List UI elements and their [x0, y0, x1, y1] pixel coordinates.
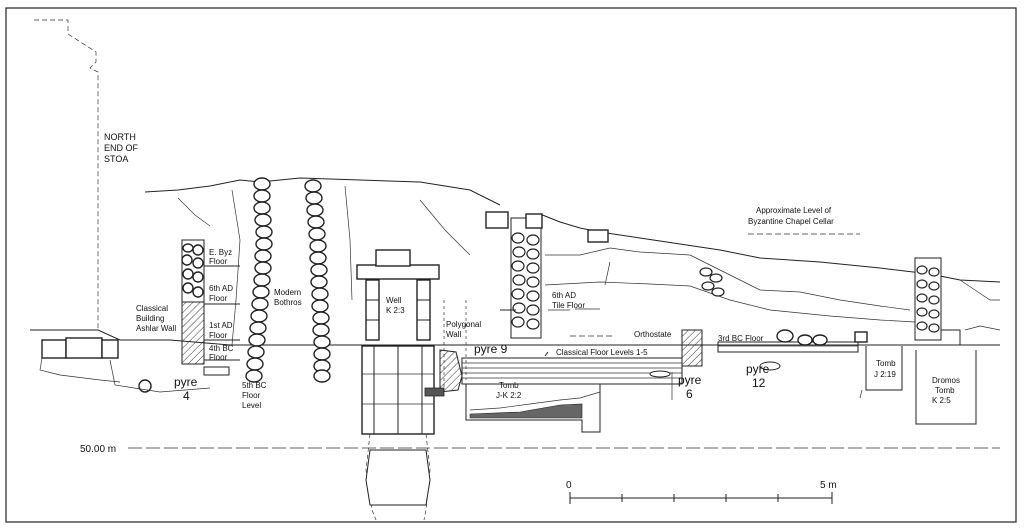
bothros-columns — [245, 177, 331, 383]
frame — [5, 7, 1017, 523]
label-pyre-12: pyre 12 — [746, 362, 773, 390]
label-classical-building: Classical Building Ashlar Wall — [136, 304, 176, 333]
ashlar-blocks — [39, 337, 211, 393]
scale-bar: 0 5 m — [566, 480, 837, 504]
label-well: Well K 2:3 — [386, 296, 405, 315]
right-tombs — [859, 346, 977, 425]
classical-wall — [181, 239, 240, 376]
label-approximate-level: Approximate Level of Byzantine Chapel Ce… — [748, 206, 834, 226]
label-fifth-bc-floor: 5th BC Floor Level — [242, 381, 269, 410]
right-wall — [699, 257, 942, 341]
label-tomb-jk: Tomb J-K 2:2 — [496, 381, 522, 400]
label-datum: 50.00 m — [80, 444, 116, 455]
scale-end-label: 5 m — [820, 480, 837, 491]
label-pyre-6: pyre 6 — [678, 373, 705, 401]
scale-start-label: 0 — [566, 480, 572, 491]
label-fourth-bc-floor: 4th BC Floor — [209, 344, 236, 362]
label-sixth-ad-tile-floor: 6th AD Tile Floor — [552, 291, 585, 310]
label-classical-floor-levels: Classical Floor Levels 1-5 — [556, 348, 648, 357]
polygonal-wall — [424, 300, 467, 397]
label-third-bc-floor: 3rd BC Floor — [718, 334, 764, 343]
orthostate — [671, 329, 703, 400]
stoa-outline — [34, 19, 99, 331]
label-tomb-j: Tomb J 2:19 — [874, 359, 898, 379]
tomb-jk-outline — [465, 384, 601, 433]
label-north-end-stoa: NORTH END OF STOA — [104, 132, 141, 164]
label-pyre-4: pyre 4 — [174, 375, 201, 403]
floor-band — [461, 351, 683, 385]
label-polygonal-wall: Polygonal Wall — [446, 320, 483, 339]
label-first-ad-floor: 1st AD Floor — [209, 321, 235, 340]
label-pyre-9: pyre 9 — [474, 342, 508, 356]
label-sixth-ad-floor: 6th AD Floor — [209, 284, 235, 303]
right-floor — [717, 329, 868, 371]
label-e-byz-floor: E. Byz Floor — [209, 248, 234, 266]
label-modern-bothros: Modern Bothros — [274, 288, 303, 307]
label-orthostate: Orthostate — [634, 330, 672, 339]
central-wall — [485, 211, 612, 339]
well-structure — [356, 249, 440, 521]
label-dromos-tomb: Dromos Tomb K 2:5 — [932, 376, 962, 405]
